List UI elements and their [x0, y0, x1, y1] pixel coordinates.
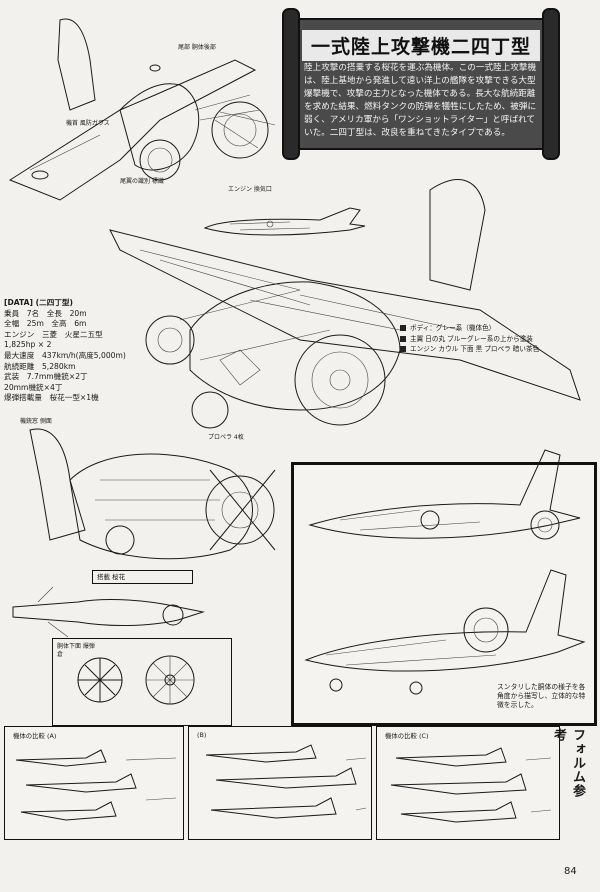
legend-label: エンジン カウル 下面 黒 プロペラ 暗い茶色: [410, 345, 540, 353]
callout: 機銃窓 側面: [20, 418, 52, 425]
callout-box: 搭載 桜花: [92, 570, 193, 584]
legend-label: ボディ：グレー系（機体色）: [410, 324, 496, 332]
scroll-roll-right: [542, 8, 560, 160]
color-legend: ボディ：グレー系（機体色） 主翼 日の丸 ブルーグレー系の上から塗装 エンジン …: [400, 323, 590, 355]
comparison-label: 機体の比較 (C): [385, 732, 429, 740]
side-title: フォルム参考: [551, 728, 585, 798]
propeller-diagram-box: 胴体下面 爆弾倉: [52, 638, 232, 726]
comparison-box-b: (B): [188, 726, 372, 840]
spec-row: 乗員 7名 全長 20m: [4, 308, 87, 318]
callout: 胴体下面 爆弾倉: [57, 643, 95, 658]
legend-swatch: [400, 325, 406, 331]
legend-item: 主翼 日の丸 ブルーグレー系の上から塗装: [400, 334, 590, 345]
plane-frontal-view: [29, 428, 276, 560]
spec-heading: [DATA] (二四丁型): [4, 298, 73, 307]
legend-item: エンジン カウル 下面 黒 プロペラ 暗い茶色: [400, 344, 590, 355]
spec-row: 爆弾搭載量 桜花一型×1機: [4, 393, 99, 403]
comparison-sketches: [15, 744, 552, 823]
spec-row: エンジン 三菱 火星二五型: [4, 329, 103, 339]
title-scroll-banner: 一式陸上攻撃機二四丁型 陸上攻撃の搭乗する桜花を運ぶ為機体。この一式陸上攻撃機は…: [282, 8, 560, 160]
legend-swatch: [400, 335, 406, 342]
spec-row: 武装 7.7mm機銃×2丁: [4, 372, 88, 382]
legend-swatch: [400, 346, 406, 352]
spec-row: 1,825hp × 2: [4, 340, 52, 350]
panel-plane-upper: [308, 449, 581, 540]
plane-side-view-small: [203, 207, 366, 236]
callout: 尾翼の識別 標識: [120, 178, 164, 185]
panel-plane-lower: [304, 569, 586, 695]
detail-panel-frame: [291, 462, 597, 726]
spec-data-block: [DATA] (二四丁型) 乗員 7名 全長 20m 全幅 25m 全高 6m …: [4, 298, 126, 404]
comparison-label: 機体の比較 (A): [13, 732, 57, 740]
panel-caption: スンタリした胴体の様子を各角度から描写し、立体的な特徴を示した。: [497, 683, 586, 709]
scroll-roll-left: [282, 8, 300, 160]
spec-row: 航続距離 5,280km: [4, 361, 76, 371]
callout: 機首 風防ガラス: [66, 120, 110, 127]
spec-row: 20mm機銃×4丁: [4, 382, 63, 392]
legend-item: ボディ：グレー系（機体色）: [400, 323, 590, 334]
legend-label: 主翼 日の丸 ブルーグレー系の上から塗装: [410, 334, 533, 343]
plane-illustration-main: [109, 179, 581, 429]
plane-rear-view: [12, 586, 205, 638]
callout: 尾部 胴体後部: [178, 44, 216, 51]
spec-row: 最大速度 437km/h(高度5,000m): [4, 350, 126, 360]
callout: エンジン 換気口: [228, 186, 272, 193]
page-number: 84: [564, 866, 577, 877]
callout: プロペラ 4枚: [208, 434, 244, 441]
propeller-diagram: [77, 655, 195, 705]
spec-row: 全幅 25m 全高 6m: [4, 319, 87, 329]
page-title: 一式陸上攻撃機二四丁型: [302, 30, 540, 61]
plane-illustration-topleft: [8, 18, 276, 201]
intro-paragraph: 陸上攻撃の搭乗する桜花を運ぶ為機体。この一式陸上攻撃機は、陸上基地から発進して遠…: [304, 63, 537, 138]
comparison-label: (B): [197, 731, 207, 739]
